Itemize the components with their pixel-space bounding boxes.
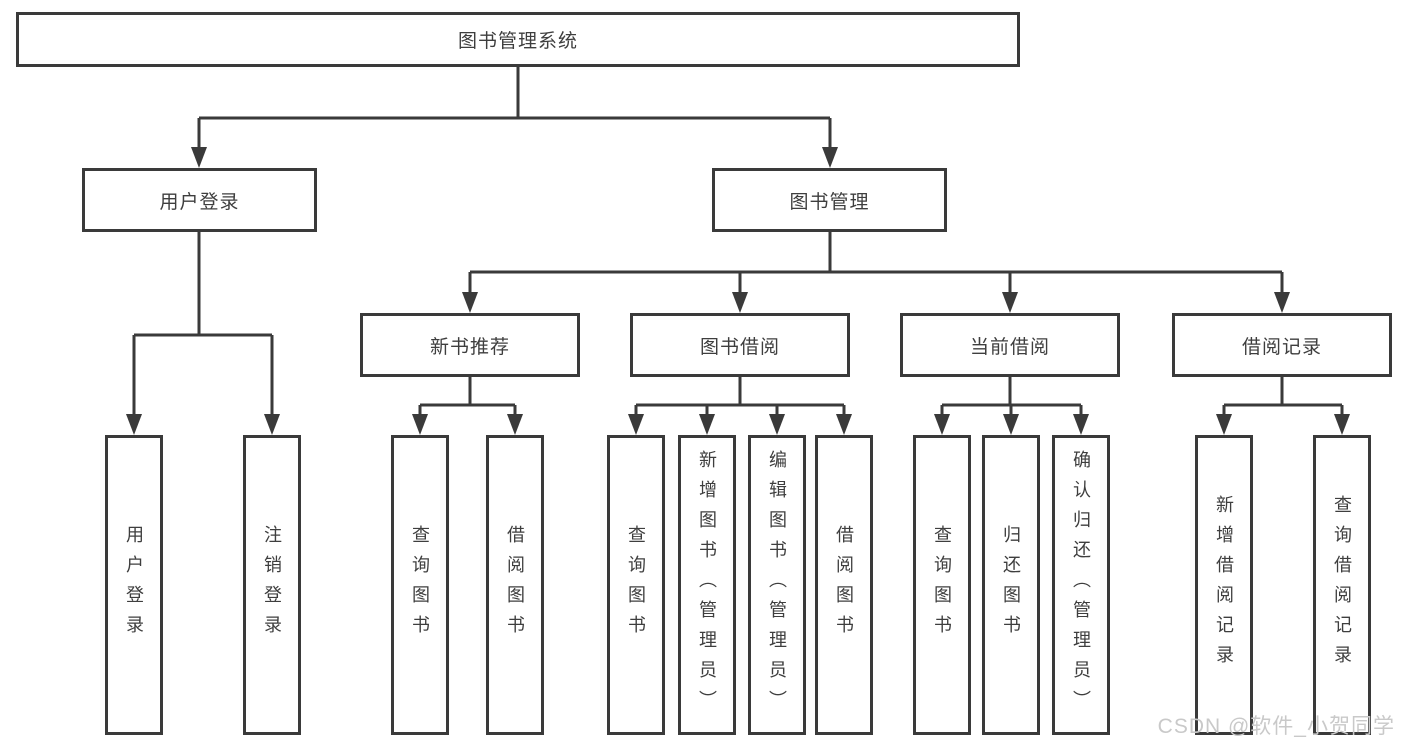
node-borrow-records: 借阅记录 [1172, 313, 1392, 377]
leaf-user-login: 用户登录 [105, 435, 163, 735]
leaf-add-borrow-record: 新增借阅记录 [1195, 435, 1253, 735]
leaf-query-books-borrow: 查询图书 [607, 435, 665, 735]
leaf-borrow-books-borrow: 借阅图书 [815, 435, 873, 735]
node-new-book-recommend: 新书推荐 [360, 313, 580, 377]
leaf-borrow-books-recommend: 借阅图书 [486, 435, 544, 735]
node-current-borrow: 当前借阅 [900, 313, 1120, 377]
node-book-borrow: 图书借阅 [630, 313, 850, 377]
leaf-query-borrow-record: 查询借阅记录 [1313, 435, 1371, 735]
leaf-confirm-return-admin: 确认归还（管理员） [1052, 435, 1110, 735]
leaf-return-book: 归还图书 [982, 435, 1040, 735]
node-book-management: 图书管理 [712, 168, 947, 232]
leaf-edit-book-admin: 编辑图书（管理员） [748, 435, 806, 735]
node-library-system: 图书管理系统 [16, 12, 1020, 67]
leaf-add-book-admin: 新增图书（管理员） [678, 435, 736, 735]
leaf-logout: 注销登录 [243, 435, 301, 735]
watermark: CSDN @软件_小贺同学 [1157, 715, 1395, 738]
leaf-query-books-recommend: 查询图书 [391, 435, 449, 735]
leaf-query-books-current: 查询图书 [913, 435, 971, 735]
node-user-login: 用户登录 [82, 168, 317, 232]
